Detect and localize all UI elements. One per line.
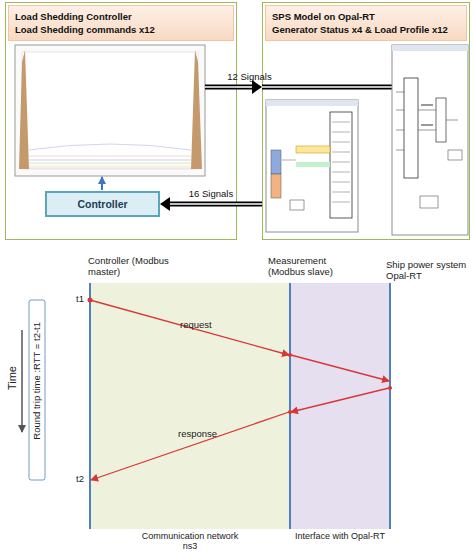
box-title: Interface with Opal-RT xyxy=(275,531,405,541)
band-caption: Communication network ns3 xyxy=(138,531,243,551)
box-subtitle: Generator Status x4 & Load Profile x12 xyxy=(272,23,460,36)
plot-thumbnail xyxy=(15,45,205,176)
simulink-screenshot xyxy=(266,100,358,232)
axis-label: Round trip time :RTT = t2-t1 xyxy=(31,322,42,440)
box-subtitle: Load Shedding commands x12 xyxy=(15,23,227,36)
rtt-frame xyxy=(29,300,45,480)
simulink-screenshot xyxy=(392,45,468,235)
panel-box: SPS Model on Opal-RTGenerator Status x4 … xyxy=(262,2,470,240)
controller-box: Controller xyxy=(45,191,160,217)
text-label: t2 xyxy=(76,473,84,484)
interface-band: Interface with Opal-RT xyxy=(290,283,390,529)
axis-label: Time xyxy=(6,366,19,390)
text-label: Controller (Modbus master) xyxy=(88,255,178,277)
signal-arrow xyxy=(160,197,262,211)
text-label: t1 xyxy=(76,293,84,304)
signal-arrow xyxy=(237,80,262,94)
panel-header: SPS Model on Opal-RTGenerator Status x4 … xyxy=(265,5,467,41)
text-label: Measurement (Modbus slave) xyxy=(268,255,353,277)
feedback-arrow xyxy=(101,177,103,190)
panel-header: Load Shedding ControllerLoad Shedding co… xyxy=(8,5,234,41)
box-title: Controller xyxy=(77,198,127,210)
box-title: Communication network ns3 xyxy=(138,531,243,551)
box-title: SPS Model on Opal-RT xyxy=(272,10,460,23)
text-label: Ship power system Opal-RT xyxy=(386,259,472,281)
box-title: Load Shedding Controller xyxy=(15,10,227,23)
panel-box: Load Shedding ControllerLoad Shedding co… xyxy=(5,2,237,240)
network-band: Communication network ns3 xyxy=(90,283,290,529)
band-caption: Interface with Opal-RT xyxy=(275,531,405,541)
signal-bus xyxy=(205,87,392,88)
lifelines xyxy=(90,283,390,529)
box-body: Controller xyxy=(47,193,158,215)
time-arrow xyxy=(21,330,23,432)
message-arrows xyxy=(88,298,393,481)
